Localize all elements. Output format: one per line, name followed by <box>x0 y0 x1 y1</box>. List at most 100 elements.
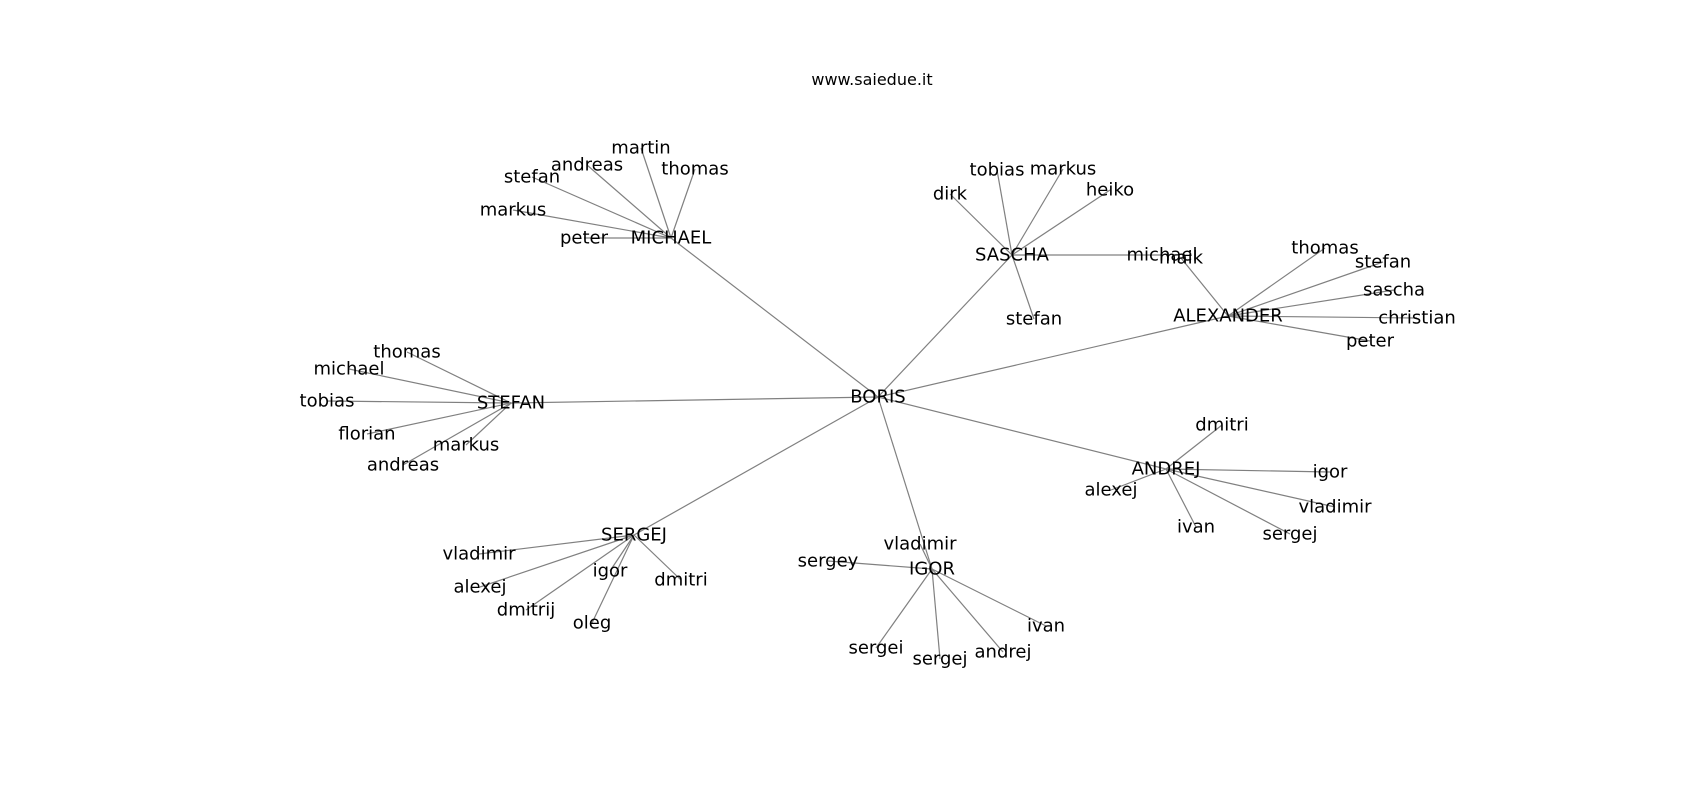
node-label-stefan-andreas: andreas <box>367 455 439 476</box>
node-label-michael-andreas: andreas <box>551 155 623 176</box>
edge-sergej-sergej_oleg <box>591 534 635 624</box>
node-label-michael-martin: martin <box>611 138 670 159</box>
edge-sergej-sergej_igor <box>609 534 635 572</box>
node-label-sergej: SERGEJ <box>601 525 667 546</box>
node-label-sascha: SASCHA <box>975 245 1050 266</box>
node-label-sascha-michael: michael <box>1127 245 1198 266</box>
node-label-igor-sergey: sergey <box>798 551 859 572</box>
edge-igor-igor_andrej <box>931 568 1004 653</box>
node-label-boris: BORIS <box>850 387 905 408</box>
edge-stefan-stefan_markus <box>465 402 512 446</box>
edge-stefan-stefan_michael <box>348 368 512 404</box>
node-label-alexander-stefan: stefan <box>1355 252 1411 273</box>
edge-sergej-sergej_alexej <box>479 534 635 588</box>
node-label-igor-ivan: ivan <box>1027 616 1065 637</box>
edge-sergej-sergej_vladimir <box>478 534 635 555</box>
edge-boris-michael <box>670 237 879 398</box>
node-label-sergej-vladimir: vladimir <box>442 544 516 565</box>
edge-igor-igor_sergei <box>875 568 933 649</box>
node-label-sergej-alexej: alexej <box>454 577 507 598</box>
node-label-andrej: ANDREJ <box>1132 459 1201 480</box>
edge-boris-alexander <box>877 315 1229 398</box>
edge-igor-igor_sergey <box>827 560 933 570</box>
node-label-michael-thomas: thomas <box>661 159 728 180</box>
node-label-andrej-dmitri: dmitri <box>1195 415 1248 436</box>
node-label-stefan-florian: florian <box>338 424 395 445</box>
node-label-stefan-tobias: tobias <box>300 391 355 412</box>
node-label-sascha-dirk: dirk <box>933 184 968 205</box>
edge-andrej-andrej_ivan <box>1165 468 1197 528</box>
node-label-stefan-michael: michael <box>314 359 385 380</box>
edge-sascha-sascha_stefan <box>1011 254 1035 320</box>
edge-michael-michael_thomas <box>670 168 696 239</box>
node-label-alexander: ALEXANDER <box>1173 306 1283 327</box>
edge-stefan-stefan_andreas <box>402 402 512 466</box>
edge-alexander-alexander_maik <box>1180 257 1229 317</box>
node-label-michael: MICHAEL <box>631 228 712 249</box>
edge-boris-sascha <box>877 254 1013 398</box>
edge-boris-sergej <box>633 396 879 536</box>
edge-sergej-sergej_dmitrij <box>525 534 635 611</box>
edge-stefan-stefan_thomas <box>406 351 512 404</box>
node-label-alexander-sascha: sascha <box>1363 280 1425 301</box>
node-label-andrej-igor: igor <box>1313 462 1348 483</box>
edge-michael-michael_markus <box>512 209 672 239</box>
edge-igor-igor_sergej <box>931 568 941 660</box>
edge-andrej-andrej_alexej <box>1110 468 1167 491</box>
edge-alexander-alexander_christian <box>1227 315 1418 319</box>
node-label-michael-peter: peter <box>560 228 609 249</box>
edge-sergej-sergej_dmitri <box>633 534 682 581</box>
edge-sascha-sascha_dirk <box>949 193 1013 256</box>
node-label-igor-vladimir: vladimir <box>883 534 957 555</box>
node-label-alexander-maik: maik <box>1159 248 1204 269</box>
node-label-andrej-alexej: alexej <box>1085 480 1138 501</box>
node-label-sergej-oleg: oleg <box>573 613 612 634</box>
node-label-sascha-heiko: heiko <box>1086 180 1134 201</box>
node-label-igor: IGOR <box>909 559 955 580</box>
edge-michael-michael_stefan <box>531 176 672 239</box>
edge-boris-igor <box>877 396 933 570</box>
node-label-michael-markus: markus <box>480 200 547 221</box>
edge-michael-michael_andreas <box>586 164 672 239</box>
node-label-sascha-tobias: tobias <box>970 160 1025 181</box>
edge-michael-michael_martin <box>640 147 672 239</box>
node-label-sergej-dmitrij: dmitrij <box>497 600 555 621</box>
edge-stefan-stefan_florian <box>366 402 512 435</box>
edge-andrej-andrej_igor <box>1165 468 1331 473</box>
node-label-andrej-ivan: ivan <box>1177 517 1215 538</box>
node-label-alexander-thomas: thomas <box>1291 238 1358 259</box>
edge-alexander-alexander_sascha <box>1227 289 1395 317</box>
edge-stefan-stefan_tobias <box>326 400 512 404</box>
node-label-stefan-markus: markus <box>433 435 500 456</box>
node-label-andrej-sergej: sergej <box>1262 524 1317 545</box>
edge-alexander-alexander_stefan <box>1227 261 1384 317</box>
edge-layer <box>326 147 1418 660</box>
node-label-sergej-igor: igor <box>593 561 628 582</box>
edge-alexander-alexander_thomas <box>1227 247 1326 317</box>
edge-boris-andrej <box>877 396 1167 470</box>
node-label-stefan-thomas: thomas <box>373 342 440 363</box>
node-label-sergej-dmitri: dmitri <box>654 570 707 591</box>
node-label-stefan: STEFAN <box>477 393 545 414</box>
node-label-sascha-markus: markus <box>1030 159 1097 180</box>
edge-boris-stefan <box>510 396 879 404</box>
edge-igor-igor_vladimir <box>919 543 933 570</box>
edge-sascha-sascha_markus <box>1011 168 1064 256</box>
node-label-andrej-vladimir: vladimir <box>1298 497 1372 518</box>
node-label-igor-andrej: andrej <box>975 642 1032 663</box>
node-label-alexander-christian: christian <box>1378 308 1456 329</box>
edge-andrej-andrej_sergej <box>1165 468 1291 535</box>
node-label-igor-sergej: sergej <box>912 649 967 670</box>
edge-andrej-andrej_dmitri <box>1165 424 1223 470</box>
node-label-sascha-stefan: stefan <box>1006 309 1062 330</box>
node-label-igor-sergei: sergei <box>848 638 903 659</box>
edge-andrej-andrej_vladimir <box>1165 468 1336 508</box>
edge-sascha-sascha_heiko <box>1011 189 1111 256</box>
edge-sascha-sascha_tobias <box>996 169 1013 256</box>
node-label-alexander-peter: peter <box>1346 331 1395 352</box>
edge-igor-igor_ivan <box>931 568 1047 627</box>
site-title: www.saiedue.it <box>811 70 933 89</box>
node-label-michael-stefan: stefan <box>504 167 560 188</box>
